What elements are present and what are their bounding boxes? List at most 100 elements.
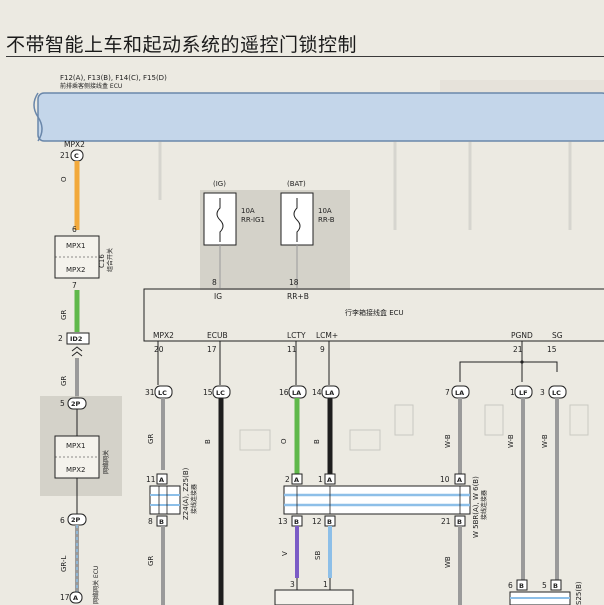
c16-ref: C16 [98, 254, 106, 268]
ecu-terminal-ecub: ECUB [207, 331, 228, 340]
wire-label-grl: GR-L [60, 555, 68, 572]
c16-name: 组合开关 [106, 248, 114, 272]
gateway-pin-bottom: 6 [60, 516, 65, 525]
top-ecu-ref: F12(A), F13(B), F14(C), F15(D) [60, 74, 167, 82]
svg-text:LA: LA [292, 389, 301, 397]
id2-conn [66, 332, 90, 345]
ecu-terminal-lcm: LCM+ [316, 331, 338, 340]
fuse2-source: (BAT) [287, 180, 306, 188]
svg-text:3: 3 [290, 580, 295, 589]
svg-text:2P: 2P [71, 516, 81, 524]
ecu-pin-20: 20 [154, 345, 164, 354]
fuse2-terminal: RR+B [287, 292, 309, 301]
fuse1-name: RR-IG1 [241, 216, 265, 224]
ecu-pin-11: 11 [287, 345, 297, 354]
svg-text:W-B: W-B [444, 434, 452, 448]
bottom-left-name: 网络网关 ECU [92, 566, 100, 604]
conn-c-top: C [70, 149, 84, 162]
c16-bottom-label: MPX2 [66, 266, 86, 274]
fuse2-symbol [293, 198, 301, 242]
top-ecu-bar-break [33, 92, 43, 142]
svg-text:6: 6 [508, 581, 513, 590]
conn-lf-1: LF [514, 385, 533, 399]
title-rule [6, 56, 604, 57]
conn-pin-1: 1 [510, 388, 515, 397]
fuse1-symbol [216, 198, 224, 242]
fuse1-pin: 8 [212, 278, 217, 287]
fuse1-source: (IG) [213, 180, 226, 188]
svg-text:LF: LF [519, 389, 528, 397]
gateway-pin-top: 5 [60, 399, 65, 408]
svg-text:2: 2 [285, 475, 290, 484]
conn-2p-top: 2P [67, 397, 87, 410]
ghost-components [239, 404, 589, 451]
ecu-box [143, 288, 604, 342]
conn-pin-15: 15 [203, 388, 213, 397]
junction-mid-ref: W 5BR(A), W 6(B) [472, 476, 480, 538]
svg-text:A: A [457, 476, 462, 484]
junction-mid-box [283, 485, 471, 515]
junction-left-ref: Z24(A), Z25(B) [182, 467, 190, 520]
top-ecu-bar [37, 92, 604, 142]
ecu-terminal-lcty: LCTY [287, 331, 306, 340]
gateway-name: 网络网关 [102, 450, 110, 474]
conn-la-16: LA [288, 385, 307, 399]
ecu-pin-21: 21 [513, 345, 523, 354]
id2-pin: 2 [58, 334, 63, 343]
svg-text:A: A [327, 476, 332, 484]
conn-2p-bottom: 2P [67, 513, 87, 526]
svg-text:12: 12 [312, 517, 322, 526]
top-ecu-pin-no: 21 [60, 151, 70, 160]
conn-pin-3: 3 [540, 388, 545, 397]
junction-left-box [149, 485, 181, 515]
svg-text:2P: 2P [71, 400, 81, 408]
ecu-pin-9: 9 [320, 345, 325, 354]
svg-text:A: A [294, 476, 299, 484]
svg-text:21: 21 [441, 517, 451, 526]
top-ecu-name: 前排乘客侧接线盒 ECU [60, 82, 122, 90]
junction-mid-name: 接线连接器 [480, 490, 488, 520]
svg-text:B: B [159, 518, 164, 526]
svg-text:B: B [204, 439, 212, 444]
svg-text:SB: SB [314, 551, 322, 560]
bottom-right-ref: S25(B) [575, 581, 583, 605]
conn-a-bottom: A [69, 591, 83, 604]
ghost-columns [158, 141, 572, 230]
c16-top-label: MPX1 [66, 242, 86, 250]
svg-text:8: 8 [148, 517, 153, 526]
ecu-name: 行李箱接线盒 ECU [345, 308, 404, 317]
svg-text:B: B [294, 518, 299, 526]
wire-label-g-left: GR [60, 310, 68, 320]
svg-text:GR: GR [147, 434, 155, 444]
svg-text:LA: LA [325, 389, 334, 397]
conn-lc-3: LC [548, 385, 567, 399]
ecu-pin-17: 17 [207, 345, 217, 354]
wire-label-gr-left: GR [60, 376, 68, 386]
conn-pin-14: 14 [312, 388, 322, 397]
fuse1-rating: 10A [241, 207, 255, 215]
ecu-pin-15: 15 [547, 345, 557, 354]
svg-text:B: B [519, 582, 524, 590]
svg-text:WB: WB [444, 556, 452, 568]
svg-text:A: A [159, 476, 164, 484]
fuse1-terminal: IG [214, 292, 222, 301]
conn-lc-31: LC [154, 385, 173, 399]
conn-pin-31: 31 [145, 388, 155, 397]
gateway-top-label: MPX1 [66, 442, 86, 450]
ecu-ground-line [459, 361, 558, 382]
conn-pin-16: 16 [279, 388, 289, 397]
c16-pin-top: 6 [72, 225, 77, 234]
svg-text:10: 10 [440, 475, 450, 484]
conn-c-top-label: C [74, 152, 79, 160]
id2-conn-label: ID2 [70, 335, 82, 343]
svg-text:B: B [457, 518, 462, 526]
c16-pin-bottom: 7 [72, 281, 77, 290]
svg-text:GR: GR [147, 556, 155, 566]
svg-text:B: B [553, 582, 558, 590]
svg-text:11: 11 [146, 475, 156, 484]
svg-text:B: B [327, 518, 332, 526]
fuse2-rating: 10A [318, 207, 332, 215]
svg-text:5: 5 [542, 581, 547, 590]
gateway-bottom-label: MPX2 [66, 466, 86, 474]
